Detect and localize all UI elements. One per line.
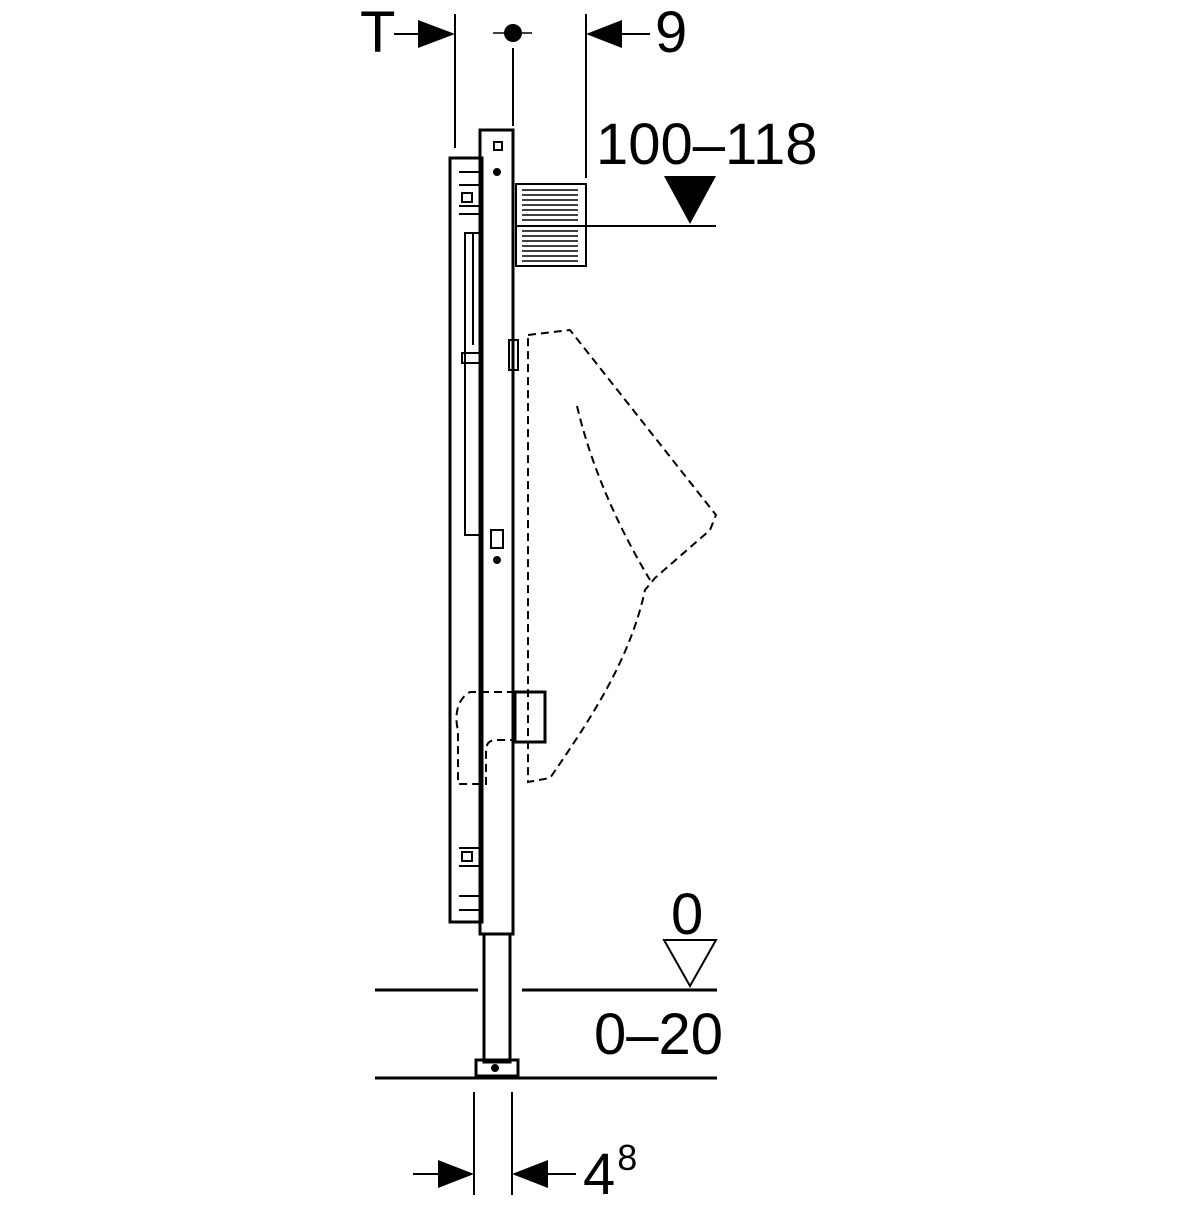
leg-width-sup: 8: [617, 1137, 638, 1178]
urinal-outline: [455, 328, 718, 785]
depth-label: T: [360, 0, 396, 65]
flush-height-label: 100–118: [596, 112, 818, 177]
flush-height-marker: [516, 176, 716, 227]
installation-frame: [448, 128, 520, 1078]
floor-range-label: 0–20: [594, 1002, 724, 1067]
flush-pipe-connector: [515, 183, 587, 267]
leg-width-base: 4: [583, 1142, 616, 1207]
wall-offset-label: 9: [655, 0, 688, 65]
top-dimension: [394, 14, 650, 178]
floor-level-label: 0: [671, 882, 704, 947]
level-triangle-icon: [664, 176, 716, 224]
bottom-dimension: [413, 1092, 576, 1195]
waste-outlet: [513, 690, 547, 744]
floor-section: [375, 939, 718, 1080]
leg-width-label: 48: [583, 1140, 637, 1204]
level-triangle-icon: [662, 939, 718, 989]
